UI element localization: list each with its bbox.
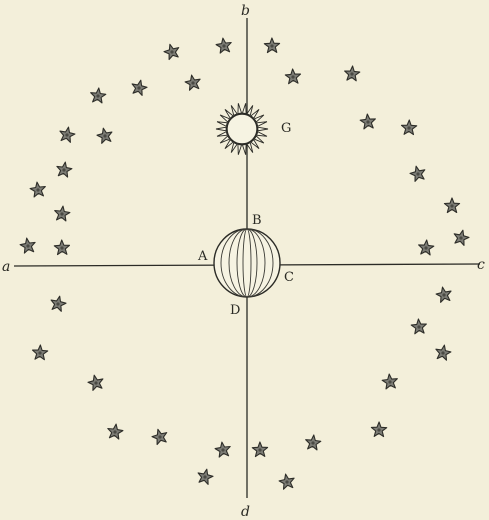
star-center: [191, 81, 194, 84]
star-center: [424, 246, 427, 249]
sun-ray: [251, 109, 259, 118]
sun-ray: [247, 105, 253, 115]
sun-ray: [216, 127, 226, 131]
earth-label-c: C: [284, 270, 294, 285]
star-center: [450, 204, 453, 207]
star-center: [417, 325, 420, 328]
star-center: [270, 44, 273, 47]
sun-ray: [225, 140, 233, 149]
star-center: [441, 351, 444, 354]
sun-ray: [258, 127, 268, 131]
star-center: [407, 126, 410, 129]
sun-ray: [225, 109, 233, 118]
earth-label-b: B: [252, 213, 262, 228]
sun-ray: [257, 122, 267, 127]
sun-ray: [257, 132, 267, 137]
star-center: [56, 302, 59, 305]
sun-ray: [254, 115, 263, 122]
star-center: [113, 430, 116, 433]
earth-label-a: A: [197, 249, 208, 264]
sun-icon: [216, 103, 268, 154]
axis-right-label: c: [477, 257, 485, 273]
star-center: [26, 244, 29, 247]
sun-ray: [242, 103, 246, 113]
axis-left-label: a: [2, 259, 10, 275]
star-center: [222, 44, 225, 47]
sun-ray: [231, 143, 237, 153]
star-center: [203, 475, 206, 478]
sun-ray: [247, 143, 253, 153]
star-center: [36, 188, 39, 191]
star-center: [285, 480, 288, 483]
sun-ray: [238, 103, 242, 113]
sun-disc: [227, 114, 257, 144]
sun-ray: [220, 136, 229, 143]
star-center: [350, 72, 353, 75]
star-center: [60, 212, 63, 215]
sun-ray: [217, 132, 227, 137]
sun-ray: [220, 115, 229, 122]
star-center: [388, 380, 391, 383]
star-center: [416, 172, 419, 175]
star-center: [38, 351, 41, 354]
star-center: [60, 246, 63, 249]
sun-ray: [251, 140, 259, 149]
star-center: [94, 381, 97, 384]
sun-ray: [238, 144, 242, 154]
star-center: [65, 133, 68, 136]
sun-ray: [254, 136, 263, 143]
sun-ray: [231, 105, 237, 115]
star-center: [96, 94, 99, 97]
star-center: [442, 293, 445, 296]
globe-icon: [214, 229, 280, 297]
star-center: [459, 236, 462, 239]
star-center: [158, 435, 161, 438]
axis-top-label: b: [241, 3, 250, 19]
star-center: [291, 75, 294, 78]
star-center: [170, 50, 173, 53]
star-center: [377, 428, 380, 431]
sun-label: G: [281, 121, 291, 136]
sun-ray: [242, 144, 246, 154]
star-center: [137, 86, 140, 89]
earth-label-d: D: [230, 303, 240, 318]
star-center: [258, 448, 261, 451]
star-center: [221, 448, 224, 451]
star-center: [62, 168, 65, 171]
star-center: [311, 441, 314, 444]
sun-ray: [217, 122, 227, 127]
star-center: [366, 120, 369, 123]
axis-bottom-label: d: [241, 504, 250, 520]
star-center: [103, 134, 106, 137]
